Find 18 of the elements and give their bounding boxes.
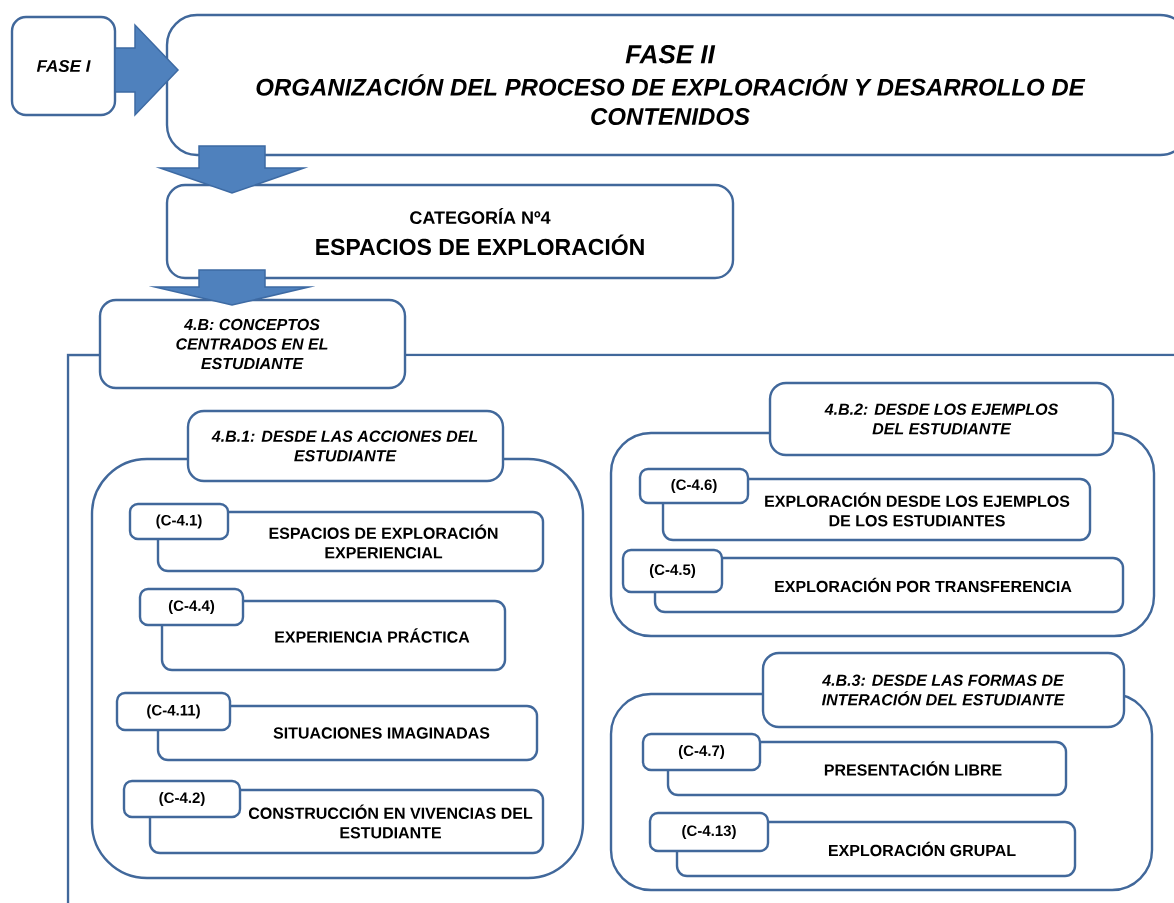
- code-tab: (C-4.1): [128, 502, 230, 541]
- phase-box: FASE II ORGANIZACIÓN DEL PROCESO DE EXPLORACIÓN Y DESARROLLO DE CONTENIDOS: [165, 13, 1174, 157]
- block-arrow: [114, 23, 180, 117]
- code-tab: (C-4.4): [138, 587, 245, 627]
- code-tab: (C-4.5): [621, 548, 724, 594]
- code-tab: (C-4.2): [122, 779, 242, 819]
- category-box: CATEGORÍA Nº4 ESPACIOS DE EXPLORACIÓN: [165, 183, 735, 280]
- group-header-box: 4.B.2: DESDE LOS EJEMPLOS DEL ESTUDIANTE: [768, 381, 1115, 457]
- block-arrow: [148, 269, 316, 306]
- code-tab: (C-4.11): [115, 691, 232, 732]
- code-tab: (C-4.6): [638, 467, 750, 505]
- phase-box: FASE I: [10, 15, 117, 117]
- group-header-box: 4.B.3: DESDE LAS FORMAS DE INTERACIÓN DEL ESTUDIANTE: [761, 651, 1126, 729]
- code-tab: (C-4.7): [641, 732, 762, 772]
- block-arrow: [155, 145, 309, 194]
- code-tab: (C-4.13): [648, 811, 770, 853]
- section-box: 4.B: CONCEPTOS CENTRADOS EN EL ESTUDIANTE: [98, 298, 407, 390]
- group-header-box: 4.B.1: DESDE LAS ACCIONES DEL ESTUDIANTE: [186, 409, 505, 483]
